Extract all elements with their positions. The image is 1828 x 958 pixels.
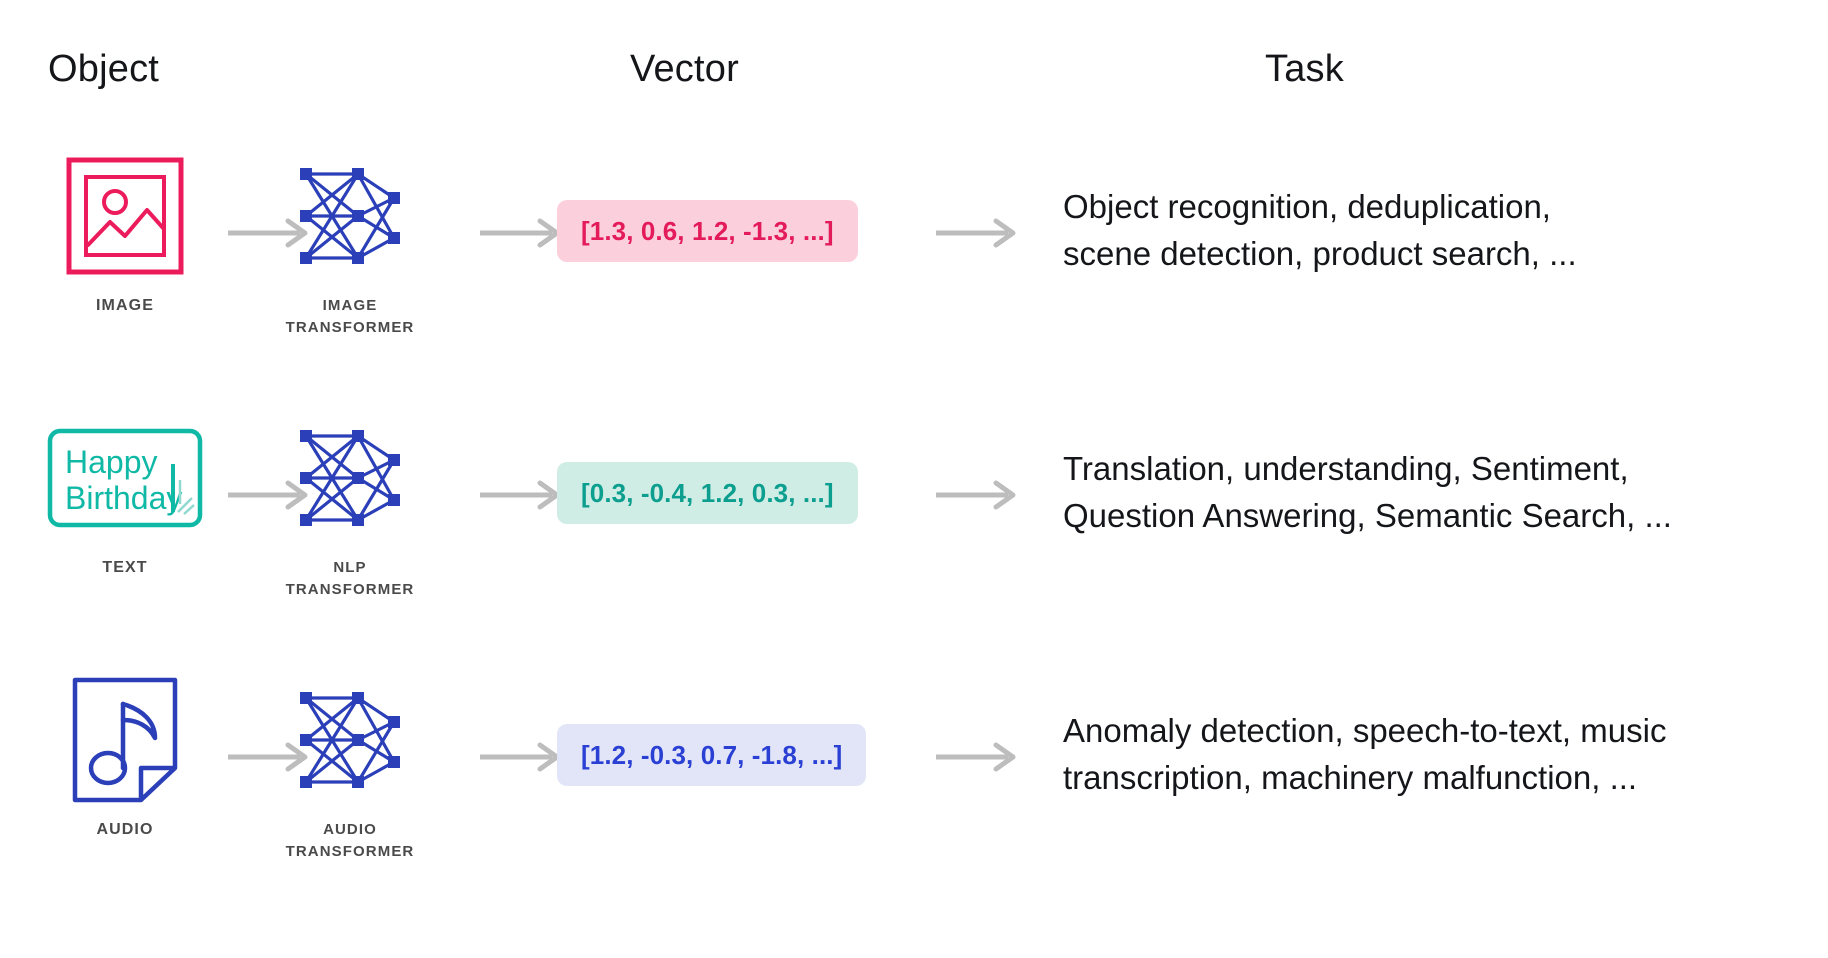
- task-cell-image: Object recognition, deduplication, scene…: [1063, 184, 1803, 278]
- neural-network-icon: [292, 148, 408, 283]
- object-label-text: TEXT: [102, 559, 148, 576]
- task-cell-text: Translation, understanding, Sentiment, Q…: [1063, 446, 1803, 540]
- column-header-task: Task: [1265, 48, 1344, 90]
- column-header-vector: Vector: [630, 48, 739, 90]
- column-header-object: Object: [48, 48, 160, 90]
- audio-file-icon: [71, 672, 179, 807]
- arrow-right-icon: [226, 216, 312, 250]
- arrow-right-icon: [226, 478, 312, 512]
- text-sample-line-2: Birthday: [65, 480, 182, 516]
- arrow-right-icon: [934, 478, 1020, 512]
- pipeline-row-image: IMAGE: [0, 120, 1828, 382]
- transformer-cell-image: IMAGE TRANSFORMER: [255, 120, 445, 382]
- pipeline-rows: IMAGE: [0, 120, 1828, 906]
- vector-cell-image: [1.3, 0.6, 1.2, -1.3, ...]: [557, 200, 858, 262]
- text-icon: Happy Birthday: [47, 410, 203, 545]
- task-text-image: Object recognition, deduplication, scene…: [1063, 188, 1577, 272]
- task-text-text: Translation, understanding, Sentiment, Q…: [1063, 450, 1672, 534]
- object-label-image: IMAGE: [96, 297, 154, 314]
- text-sample-line-1: Happy: [65, 444, 158, 480]
- vector-cell-text: [0.3, -0.4, 1.2, 0.3, ...]: [557, 462, 858, 524]
- transformer-label-text: NLP TRANSFORMER: [285, 559, 415, 598]
- transformer-label-audio: AUDIO TRANSFORMER: [285, 821, 415, 860]
- task-cell-audio: Anomaly detection, speech-to-text, music…: [1063, 708, 1803, 802]
- transformer-cell-audio: AUDIO TRANSFORMER: [255, 644, 445, 906]
- object-cell-image: IMAGE: [30, 120, 220, 382]
- object-label-audio: AUDIO: [96, 821, 154, 838]
- arrow-right-icon: [226, 740, 312, 774]
- vector-chip-text: [0.3, -0.4, 1.2, 0.3, ...]: [557, 462, 858, 524]
- arrow-right-icon: [478, 216, 564, 250]
- object-cell-text: Happy Birthday TEXT: [30, 382, 220, 644]
- image-icon: [65, 148, 185, 283]
- pipeline-row-audio: AUDIO: [0, 644, 1828, 906]
- task-text-audio: Anomaly detection, speech-to-text, music…: [1063, 712, 1667, 796]
- column-headers: Object Vector Task: [0, 0, 1828, 120]
- vector-chip-image: [1.3, 0.6, 1.2, -1.3, ...]: [557, 200, 858, 262]
- arrow-right-icon: [478, 478, 564, 512]
- neural-network-icon: [292, 410, 408, 545]
- transformer-label-image: IMAGE TRANSFORMER: [285, 297, 415, 336]
- arrow-right-icon: [478, 740, 564, 774]
- arrow-right-icon: [934, 216, 1020, 250]
- object-cell-audio: AUDIO: [30, 644, 220, 906]
- neural-network-icon: [292, 672, 408, 807]
- pipeline-row-text: Happy Birthday TEXT: [0, 382, 1828, 644]
- transformer-cell-text: NLP TRANSFORMER: [255, 382, 445, 644]
- vector-chip-audio: [1.2, -0.3, 0.7, -1.8, ...]: [557, 724, 867, 786]
- vector-cell-audio: [1.2, -0.3, 0.7, -1.8, ...]: [557, 724, 867, 786]
- arrow-right-icon: [934, 740, 1020, 774]
